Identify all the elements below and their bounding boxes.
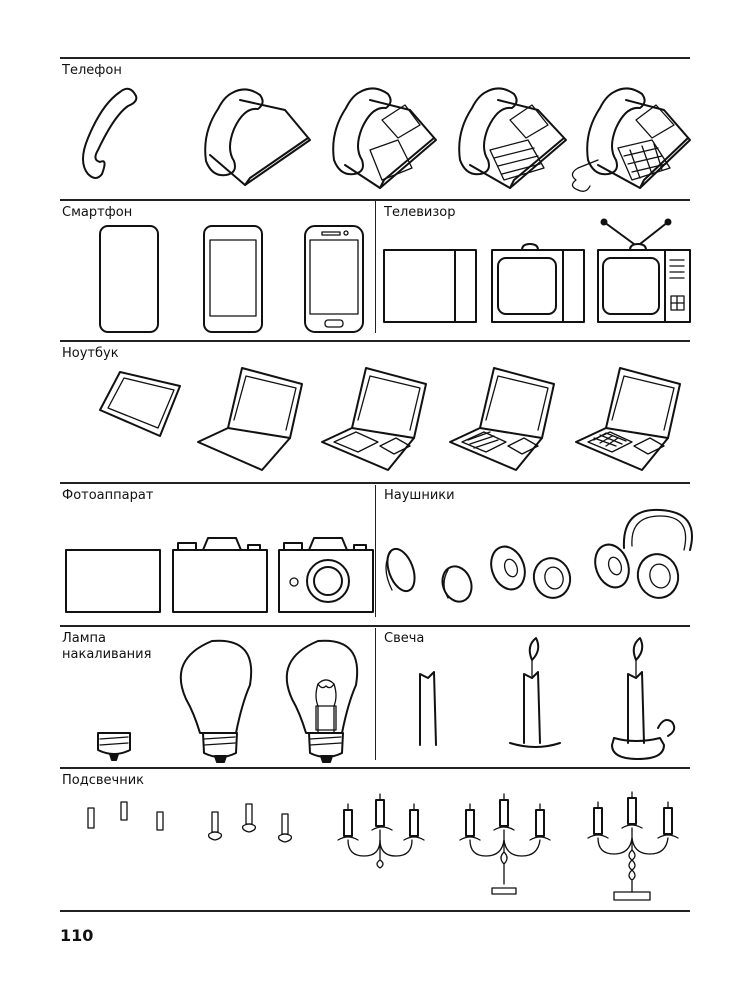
laptop-icon <box>321 367 427 471</box>
laptop-icon <box>197 367 303 471</box>
tv-icon <box>597 218 691 323</box>
tv-icon <box>383 249 477 323</box>
section-label-candlestick: Подсвечник <box>62 773 145 788</box>
candelabra-icon <box>87 801 164 831</box>
divider <box>60 199 690 201</box>
section-label-bulb-line1: Лампа <box>62 631 107 646</box>
headphones-icon <box>594 508 693 599</box>
headphones-icon <box>385 547 416 593</box>
laptop-icon <box>575 367 681 471</box>
laptop-icon <box>99 371 181 437</box>
camera-icon <box>172 537 268 613</box>
section-label-laptop: Ноутбук <box>62 346 119 361</box>
phone-icon <box>571 87 691 192</box>
column-divider <box>375 485 376 617</box>
phone-icon <box>332 87 437 189</box>
candelabra-icon <box>587 791 679 901</box>
divider <box>60 340 690 342</box>
phone-icon <box>204 88 311 186</box>
divider <box>60 482 690 484</box>
smartphone-icon <box>99 225 159 333</box>
divider <box>60 767 690 769</box>
candelabra-icon <box>207 803 293 843</box>
divider <box>60 57 690 59</box>
section-label-smartphone: Смартфон <box>62 205 133 220</box>
divider <box>60 625 690 627</box>
column-divider <box>375 628 376 760</box>
candle-icon <box>419 671 437 746</box>
phone-icon <box>82 87 138 179</box>
headphones-icon <box>490 545 572 599</box>
page-number: 110 <box>60 926 94 945</box>
bulb-icon <box>179 639 253 763</box>
section-label-tv: Телевизор <box>384 205 456 220</box>
section-label-camera: Фотоаппарат <box>62 488 154 503</box>
smartphone-icon <box>203 225 263 333</box>
camera-icon <box>278 537 374 613</box>
candle-icon <box>509 637 561 748</box>
headphones-icon <box>441 565 473 603</box>
section-label-candle: Свеча <box>384 631 425 646</box>
candle-icon <box>611 637 676 760</box>
section-label-phone: Телефон <box>62 63 122 78</box>
bulb-icon <box>285 639 359 763</box>
tv-icon <box>491 243 585 323</box>
phone-icon <box>458 87 567 189</box>
smartphone-icon <box>304 225 364 333</box>
bulb-icon <box>97 732 131 761</box>
candelabra-icon <box>337 793 425 869</box>
divider <box>60 910 690 912</box>
section-label-headphones: Наушники <box>384 488 455 503</box>
column-divider <box>375 201 376 333</box>
camera-icon <box>65 549 161 613</box>
laptop-icon <box>449 367 555 471</box>
candelabra-icon <box>459 793 551 895</box>
section-label-bulb-line2: накаливания <box>62 647 152 662</box>
